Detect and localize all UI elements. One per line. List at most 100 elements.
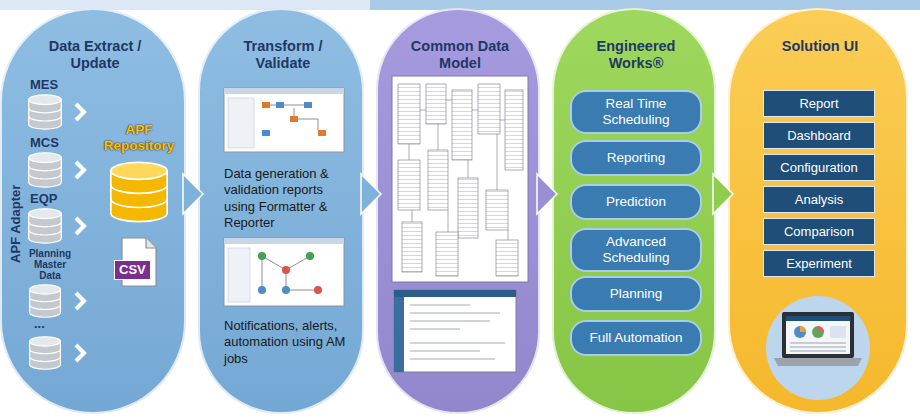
item-text: Configuration <box>780 160 857 176</box>
illustration-part <box>790 343 846 344</box>
illustration-part <box>270 105 318 130</box>
repository-label: APF Repository <box>96 122 182 153</box>
illustration-part <box>262 102 270 108</box>
source-name: Planning Master Data <box>22 248 78 281</box>
illustration-part <box>306 252 314 260</box>
illustration-part <box>282 266 290 274</box>
illustration-part <box>486 190 508 230</box>
flow-chevron <box>361 174 381 214</box>
illustration-part <box>29 95 62 129</box>
chevron-head <box>537 174 557 214</box>
illustration-part <box>76 104 84 361</box>
illustration-part <box>790 343 846 351</box>
source-name: EQP <box>30 191 80 207</box>
item-text: Comparison <box>784 224 854 240</box>
illustration-part <box>30 285 61 317</box>
illustration-part <box>452 90 472 160</box>
stage-title: Common Data Model <box>400 38 520 73</box>
ui-menu-item: Dashboard <box>763 122 875 149</box>
flow-chevron <box>183 174 203 214</box>
illustration-part <box>224 238 344 306</box>
item-text: Advanced Scheduling <box>578 234 694 266</box>
illustration-part <box>146 238 156 248</box>
adapter-label: APF Adapter <box>8 181 24 267</box>
chevron-head <box>361 174 381 214</box>
illustration-part <box>282 266 322 294</box>
illustration-part <box>258 286 290 294</box>
stage-title: Engineered Works® <box>581 38 691 73</box>
illustration-part <box>786 316 850 321</box>
illustration-part <box>478 84 500 134</box>
illustration-part <box>410 312 500 313</box>
ui-menu-item: Report <box>763 90 875 117</box>
illustration-part <box>812 326 824 338</box>
item-text: Reporting <box>607 150 666 166</box>
illustration-part <box>262 130 270 136</box>
illustration-part <box>428 150 448 210</box>
chevron-head <box>183 174 203 214</box>
illustration-part <box>228 98 254 148</box>
stage-title: Solution UI <box>780 38 860 55</box>
illustration-part <box>774 358 862 366</box>
chevron-head <box>713 174 733 214</box>
illustration-part <box>394 290 516 297</box>
illustration-part <box>30 337 61 369</box>
illustration-part <box>282 286 290 294</box>
illustration-part <box>766 296 870 400</box>
illustration-part <box>224 238 344 244</box>
illustration-part <box>398 160 420 210</box>
illustration-part <box>394 297 404 372</box>
illustration-part <box>410 358 495 359</box>
capability-pill: Reporting <box>570 140 702 176</box>
illustration-part <box>410 328 460 329</box>
illustration-part <box>29 209 62 243</box>
illustration-part <box>262 256 318 290</box>
ui-menu-item: Configuration <box>763 154 875 181</box>
illustration-part <box>76 162 84 178</box>
illustration-part <box>224 88 344 152</box>
illustration-part <box>436 232 458 276</box>
illustration-part <box>228 248 250 302</box>
capability-pill: Full Automation <box>570 320 702 356</box>
item-text: Dashboard <box>787 128 851 144</box>
illustration-part <box>409 100 508 240</box>
illustration-part <box>76 345 84 361</box>
illustration-part <box>786 316 850 354</box>
illustration-part <box>76 218 84 234</box>
illustration-part <box>394 290 516 372</box>
illustration-part <box>398 84 420 144</box>
illustration-part <box>410 304 470 305</box>
illustration-part <box>111 162 167 221</box>
item-text: Real Time Scheduling <box>578 96 694 128</box>
illustration-part <box>790 347 846 348</box>
illustration-part <box>794 326 806 338</box>
item-text: Experiment <box>786 256 852 272</box>
ui-menu-item: Analysis <box>763 186 875 213</box>
stage-description: Data generation & validation reports usi… <box>224 166 350 231</box>
illustration-part <box>76 104 84 120</box>
item-text: Full Automation <box>589 330 682 346</box>
capability-pill: Real Time Scheduling <box>570 90 702 134</box>
illustration-part <box>830 326 846 338</box>
capability-pill: Prediction <box>570 184 702 220</box>
item-text: Planning <box>610 286 663 302</box>
capability-pill: Advanced Scheduling <box>570 228 702 272</box>
illustration-part <box>258 252 314 260</box>
illustration-part <box>304 102 312 108</box>
illustration-part <box>818 326 824 332</box>
illustration-part <box>410 305 505 359</box>
illustration-part <box>410 342 505 343</box>
illustration-part <box>410 350 480 351</box>
more-sources: ... <box>34 316 64 332</box>
ui-menu-item: Experiment <box>763 250 875 277</box>
illustration-part <box>496 240 518 276</box>
illustration-part <box>262 102 326 136</box>
source-name: MES <box>30 77 80 93</box>
ui-menu-item: Comparison <box>763 218 875 245</box>
illustration-part <box>258 252 266 260</box>
illustration-part <box>76 293 84 309</box>
source-name: MCS <box>30 135 80 151</box>
illustration-part <box>800 326 806 332</box>
illustration-part <box>314 286 322 294</box>
item-text: Analysis <box>795 192 843 208</box>
